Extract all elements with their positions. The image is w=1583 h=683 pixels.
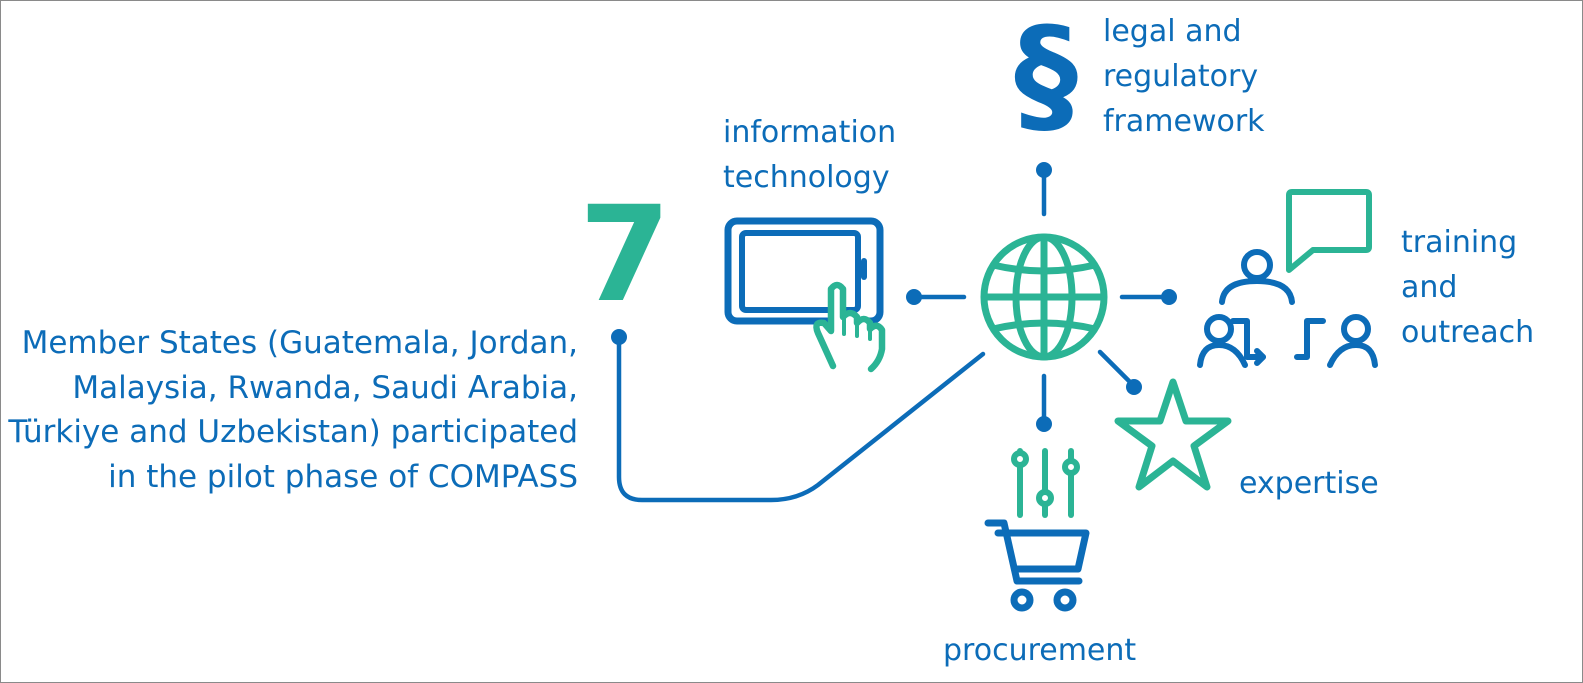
dot-member-states bbox=[611, 329, 627, 345]
dot-training bbox=[1161, 289, 1177, 305]
connector-dots bbox=[611, 162, 1177, 432]
connector-member-states bbox=[616, 334, 986, 503]
section-sign-icon: § bbox=[1014, 1, 1078, 150]
dot-it bbox=[906, 289, 922, 305]
label-procurement: procurement bbox=[943, 633, 1137, 668]
member-states-description: Member States (Guatemala, Jordan, Malays… bbox=[8, 325, 578, 495]
star-icon bbox=[1114, 378, 1232, 491]
member-states-count: 7 bbox=[579, 178, 671, 332]
label-information-technology: information technology bbox=[723, 115, 897, 195]
dot-expertise bbox=[1126, 379, 1142, 395]
shopping-cart-sliders-icon bbox=[984, 448, 1090, 612]
group-chat-icon bbox=[1197, 189, 1378, 368]
tablet-touch-icon bbox=[724, 217, 886, 373]
dot-procurement bbox=[1036, 416, 1052, 432]
connector-expertise bbox=[1097, 349, 1137, 389]
label-legal: legal and regulatory framework bbox=[1103, 14, 1265, 139]
connector-lines bbox=[616, 168, 1172, 503]
label-training: training and outreach bbox=[1401, 225, 1535, 350]
globe-icon bbox=[980, 233, 1108, 361]
dot-legal bbox=[1036, 162, 1052, 178]
label-expertise: expertise bbox=[1239, 466, 1379, 501]
